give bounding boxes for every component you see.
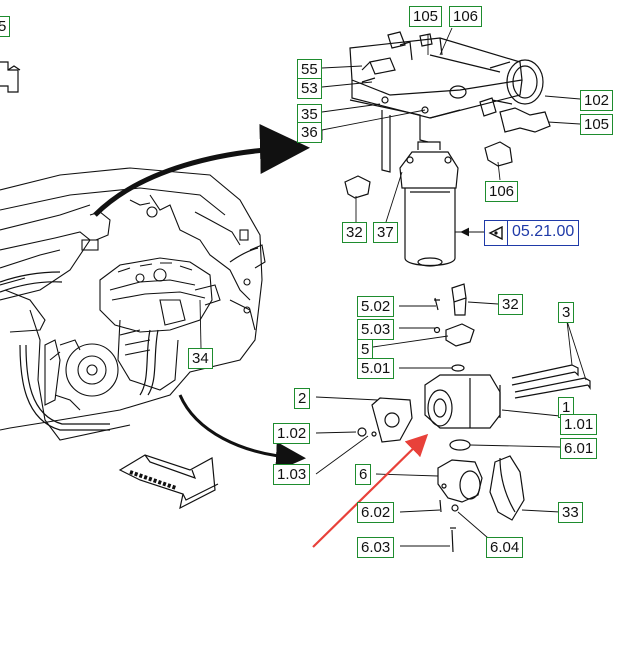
pump-assembly [357, 374, 501, 443]
callout-3[interactable]: 3 [558, 302, 575, 323]
pointer-arrow-to-filter [93, 124, 310, 217]
red-annotation-arrow [312, 433, 429, 548]
engine-illustration [44, 257, 221, 411]
callout-37[interactable]: 37 [373, 222, 398, 243]
pump-top-fitting [433, 283, 475, 372]
callout-1-03[interactable]: 1.03 [273, 464, 311, 485]
callout-106-top[interactable]: 106 [449, 6, 483, 27]
filter-head-assembly [349, 31, 544, 173]
leader-lines [199, 27, 587, 547]
filter-cartridge [399, 141, 459, 267]
callout-32-left[interactable]: 32 [342, 222, 367, 243]
callout-105-top[interactable]: 105 [409, 6, 443, 27]
callout-105-right[interactable]: 105 [580, 114, 614, 135]
callout-106-mid[interactable]: 106 [485, 181, 519, 202]
callout-5-03[interactable]: 5.03 [357, 319, 395, 340]
pointer-arrow-to-pump [178, 394, 306, 472]
callout-5[interactable]: 5 [357, 339, 374, 360]
page-reference-link[interactable]: 05.21.00 [484, 220, 580, 246]
callout-33[interactable]: 33 [558, 502, 583, 523]
callout-1-02[interactable]: 1.02 [273, 423, 311, 444]
machine-frame-illustration [0, 167, 266, 441]
callout-32-right[interactable]: 32 [498, 294, 523, 315]
callout-6[interactable]: 6 [355, 464, 372, 485]
fittings-group [344, 97, 551, 199]
callout-5-edge[interactable]: 5 [0, 16, 11, 37]
callout-6-03[interactable]: 6.03 [357, 537, 395, 558]
callout-36[interactable]: 36 [297, 122, 322, 143]
direction-arrow-block [118, 454, 219, 510]
callout-53[interactable]: 53 [297, 78, 322, 99]
callout-55[interactable]: 55 [297, 59, 322, 80]
callout-102[interactable]: 102 [580, 90, 614, 111]
callout-6-01[interactable]: 6.01 [560, 438, 598, 459]
reference-arrow-icon [485, 221, 508, 245]
callout-6-04[interactable]: 6.04 [486, 537, 524, 558]
outlet-fittings [437, 439, 525, 553]
top-left-partial-part [0, 61, 21, 93]
callout-1[interactable]: 1 [558, 397, 575, 418]
page-reference-number: 05.21.00 [512, 223, 575, 240]
hose-illustration [0, 247, 259, 431]
callout-5-02[interactable]: 5.02 [357, 296, 395, 317]
callout-1-01[interactable]: 1.01 [560, 414, 598, 435]
callout-5-01[interactable]: 5.01 [357, 358, 395, 379]
callout-2[interactable]: 2 [294, 388, 311, 409]
long-bolts [511, 364, 591, 399]
callout-6-02[interactable]: 6.02 [357, 502, 395, 523]
callout-34[interactable]: 34 [188, 348, 213, 369]
callout-35[interactable]: 35 [297, 104, 322, 125]
